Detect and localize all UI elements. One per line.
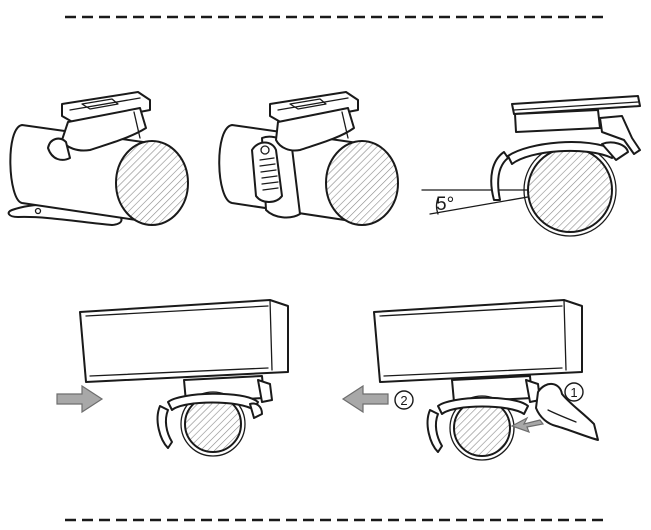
step-marker-2: ② 2 — [394, 390, 414, 410]
press-arrow — [510, 416, 545, 434]
step-strap-wrapped — [218, 91, 399, 226]
step-slide-light-on — [79, 299, 289, 457]
slide-left-arrow — [341, 384, 389, 414]
step-marker-1: ① 1 — [564, 382, 584, 402]
svg-text:1: 1 — [570, 385, 577, 400]
step-bracket-on-handlebar — [7, 91, 189, 226]
svg-text:2: 2 — [400, 393, 407, 408]
angle-label: 5° — [436, 194, 454, 215]
slide-right-arrow — [56, 384, 104, 414]
step-angle-side-view: 5° — [421, 95, 641, 237]
step-remove-light — [373, 299, 599, 461]
